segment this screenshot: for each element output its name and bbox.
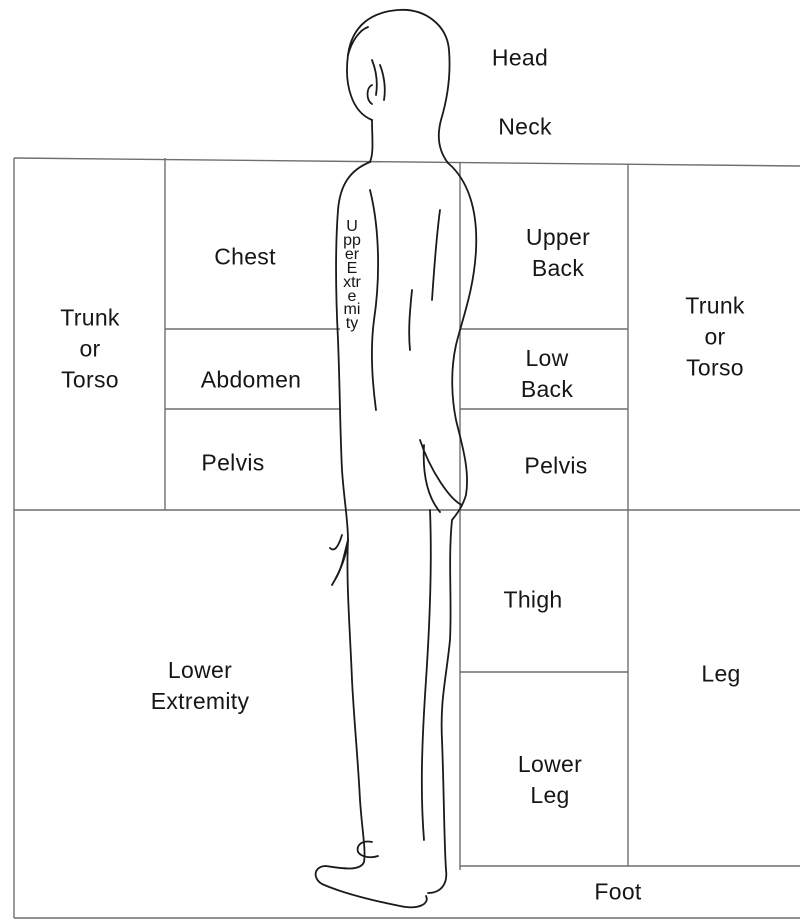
label-chest: Chest bbox=[214, 242, 276, 273]
label-pelvis-front: Pelvis bbox=[201, 448, 264, 479]
figure-back-outline bbox=[448, 163, 476, 520]
label-lower-extremity: Lower Extremity bbox=[151, 655, 250, 717]
figure-back-foot bbox=[358, 842, 378, 858]
figure-inner-leg bbox=[422, 510, 431, 840]
grid-top-border bbox=[14, 158, 800, 166]
figure-ear bbox=[368, 85, 373, 104]
figure-back-arm bbox=[409, 210, 440, 350]
label-pelvis-back: Pelvis bbox=[524, 451, 587, 482]
figure-back-leg bbox=[428, 520, 452, 893]
label-abdomen: Abdomen bbox=[201, 365, 302, 396]
label-thigh: Thigh bbox=[503, 585, 562, 616]
label-trunk-right: Trunk or Torso bbox=[685, 291, 744, 384]
label-lower-leg: Lower Leg bbox=[518, 749, 582, 811]
figure-front-torso bbox=[370, 190, 378, 410]
human-figure bbox=[316, 10, 477, 907]
region-grid bbox=[14, 158, 800, 918]
label-foot: Foot bbox=[594, 877, 641, 908]
figure-neck-front bbox=[370, 120, 373, 162]
label-neck: Neck bbox=[498, 112, 552, 143]
label-head: Head bbox=[492, 43, 548, 74]
figure-front-leg bbox=[316, 540, 427, 907]
figure-head bbox=[347, 10, 450, 163]
label-leg: Leg bbox=[701, 659, 740, 690]
label-upper-extremity: UpperExtremity bbox=[343, 220, 361, 331]
figure-buttock bbox=[420, 440, 462, 512]
label-trunk-left: Trunk or Torso bbox=[60, 303, 119, 396]
label-upper-back: Upper Back bbox=[526, 222, 590, 284]
label-low-back: Low Back bbox=[521, 343, 573, 405]
